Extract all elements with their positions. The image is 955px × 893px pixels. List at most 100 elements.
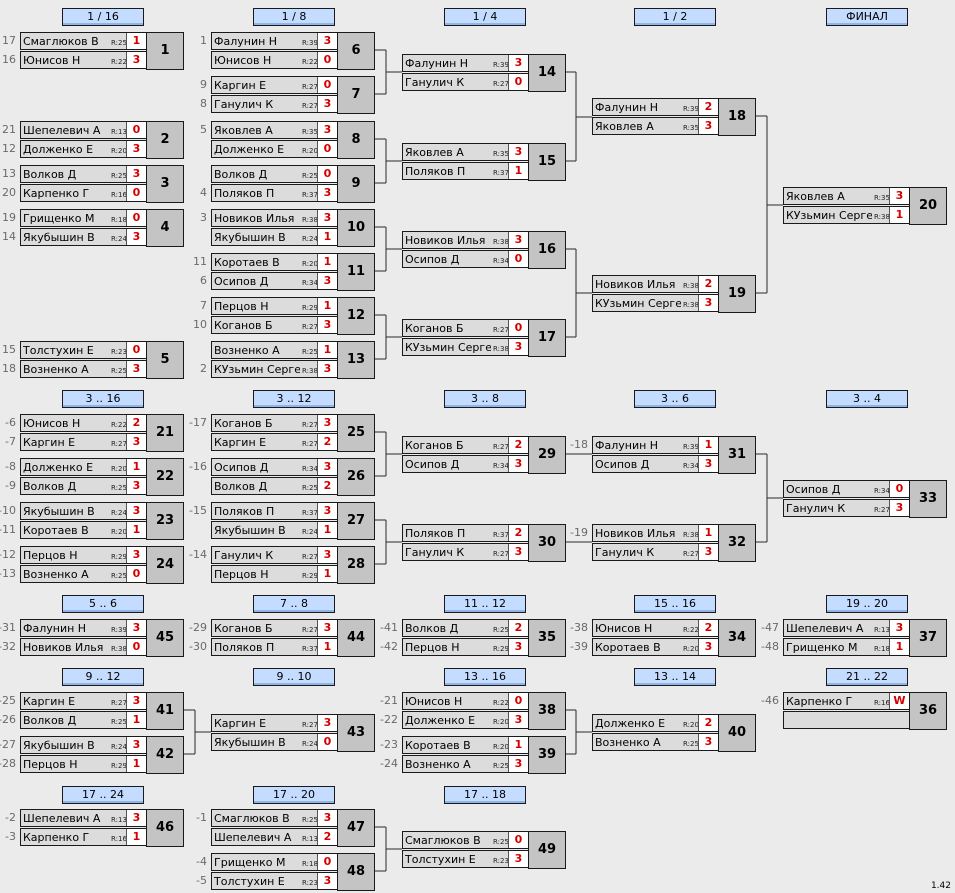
stage-header[interactable]: 1 / 16 <box>62 8 144 26</box>
stage-header[interactable]: 5 .. 6 <box>62 595 144 613</box>
stage-header[interactable]: 13 .. 16 <box>444 668 526 686</box>
stage-header[interactable]: 3 .. 8 <box>444 390 526 408</box>
stage-header[interactable]: 15 .. 16 <box>634 595 716 613</box>
stage-header[interactable]: 7 .. 8 <box>253 595 335 613</box>
stage-header[interactable]: 9 .. 12 <box>62 668 144 686</box>
stage-header[interactable]: 3 .. 16 <box>62 390 144 408</box>
stage-header[interactable]: 11 .. 12 <box>444 595 526 613</box>
stage-header[interactable]: 1 / 8 <box>253 8 335 26</box>
stage-header[interactable]: ФИНАЛ <box>826 8 908 26</box>
stage-header[interactable]: 17 .. 24 <box>62 786 144 804</box>
stage-header[interactable]: 3 .. 12 <box>253 390 335 408</box>
stage-header[interactable]: 17 .. 20 <box>253 786 335 804</box>
stage-header[interactable]: 3 .. 6 <box>634 390 716 408</box>
stage-header[interactable]: 13 .. 14 <box>634 668 716 686</box>
stage-header[interactable]: 19 .. 20 <box>826 595 908 613</box>
stage-header[interactable]: 1 / 2 <box>634 8 716 26</box>
stage-header[interactable]: 21 .. 22 <box>826 668 908 686</box>
player-row[interactable] <box>783 711 910 729</box>
stage-header[interactable]: 3 .. 4 <box>826 390 908 408</box>
